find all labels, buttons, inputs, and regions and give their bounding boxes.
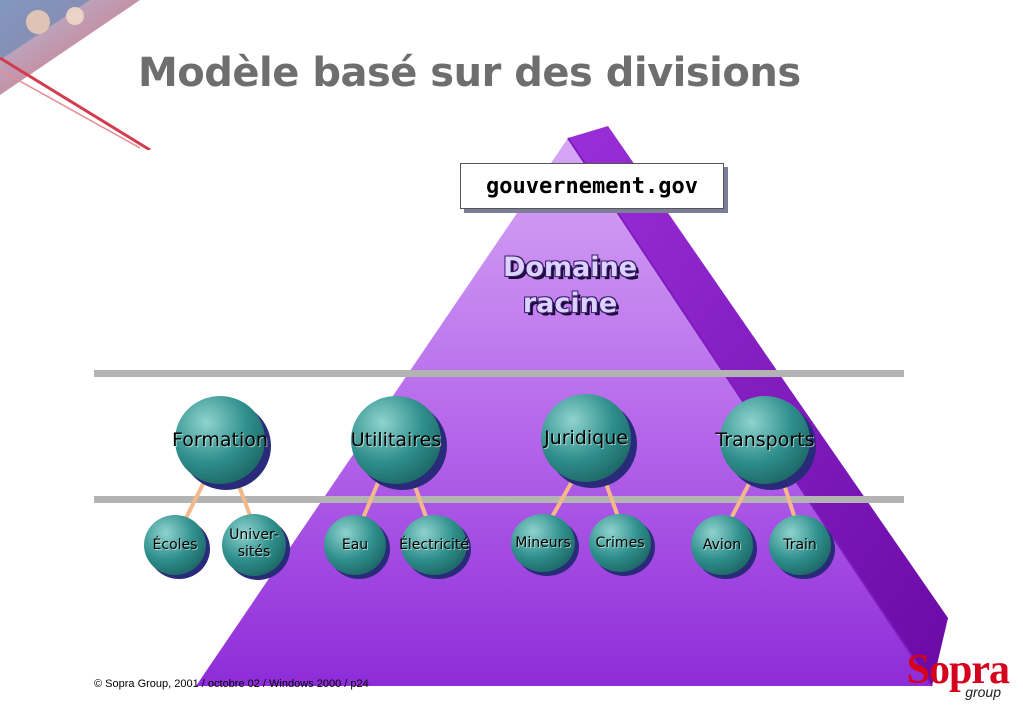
label-ecoles: Écoles bbox=[152, 537, 198, 553]
slide-title: Modèle basé sur des divisions bbox=[138, 50, 801, 96]
sopra-logo-subtitle: group bbox=[965, 684, 1001, 700]
label-electricite: Électricité bbox=[399, 537, 469, 553]
corner-banner-image bbox=[0, 0, 151, 150]
division-nodes bbox=[175, 394, 816, 490]
label-universites: Univer- sités bbox=[214, 527, 294, 561]
divider-line-top bbox=[94, 370, 904, 377]
label-mineurs: Mineurs bbox=[515, 535, 571, 551]
node-juridique bbox=[541, 394, 631, 482]
root-label-line1: Domaine bbox=[502, 252, 638, 283]
label-crimes: Crimes bbox=[595, 535, 645, 551]
label-universites-line2: sités bbox=[237, 544, 271, 560]
label-universites-line1: Univer- bbox=[229, 527, 279, 543]
node-universites bbox=[222, 514, 286, 576]
node-transports bbox=[720, 396, 810, 484]
root-domain-label: Domaine racine bbox=[470, 250, 670, 322]
node-utilitaires bbox=[351, 396, 441, 484]
node-crimes bbox=[589, 514, 651, 572]
root-domain-box: gouvernement.gov bbox=[460, 163, 724, 209]
label-utilitaires: Utilitaires bbox=[350, 429, 442, 451]
root-label-line2: racine bbox=[522, 288, 618, 319]
node-formation bbox=[175, 396, 265, 484]
footer-copyright: © Sopra Group, 2001 / octobre 02 / Windo… bbox=[94, 678, 369, 690]
child-nodes bbox=[144, 514, 835, 580]
node-avion bbox=[691, 515, 753, 575]
label-transports: Transports bbox=[715, 429, 815, 451]
sopra-logo: Sopra bbox=[906, 647, 1010, 693]
node-ecoles bbox=[144, 515, 206, 575]
node-mineurs bbox=[511, 514, 575, 572]
label-eau: Eau bbox=[341, 537, 369, 553]
label-train: Train bbox=[783, 537, 817, 553]
label-avion: Avion bbox=[702, 537, 742, 553]
divider-line-bottom bbox=[94, 496, 904, 503]
node-eau bbox=[324, 515, 386, 575]
node-train bbox=[769, 515, 831, 575]
label-formation: Formation bbox=[172, 429, 268, 451]
label-juridique: Juridique bbox=[544, 427, 628, 449]
node-electricite bbox=[401, 515, 467, 575]
